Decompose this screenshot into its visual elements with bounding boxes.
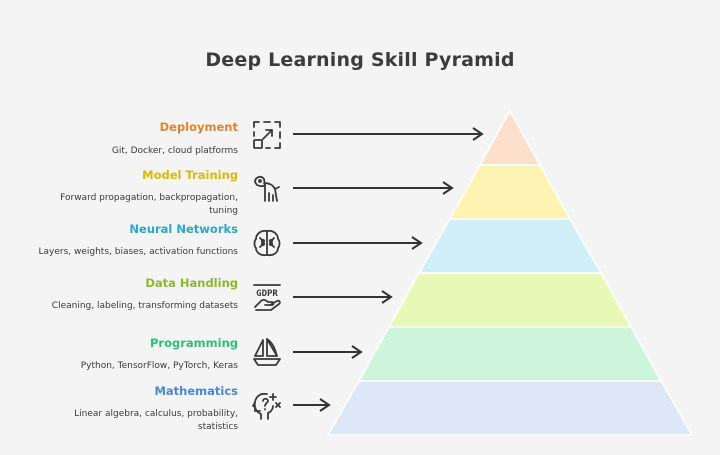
level-desc-data-handling: Cleaning, labeling, transforming dataset… — [51, 301, 238, 311]
brain-icon — [251, 227, 283, 259]
level-label-mathematics: Mathematics — [154, 384, 238, 398]
arrow-deployment — [293, 127, 485, 141]
head-math-icon — [251, 389, 283, 421]
arrow-data-handling — [293, 290, 394, 304]
pyramid-tier-data-handling — [387, 272, 633, 328]
pyramid-tier-programming — [357, 326, 663, 382]
expand-icon — [251, 119, 283, 151]
level-desc-neural-networks: Layers, weights, biases, activation func… — [38, 247, 238, 257]
boat-icon — [251, 336, 283, 368]
arrow-mathematics — [293, 398, 333, 412]
arrow-model-training — [293, 181, 455, 195]
level-label-data-handling: Data Handling — [145, 276, 238, 290]
gdpr-icon-text: GDPR — [256, 289, 278, 299]
arrow-neural-networks — [293, 236, 424, 250]
level-label-model-training: Model Training — [142, 168, 238, 182]
level-label-neural-networks: Neural Networks — [129, 222, 238, 236]
page-title: Deep Learning Skill Pyramid — [205, 49, 515, 71]
level-desc-model-training: Forward propagation, backpropagation, tu… — [60, 193, 238, 216]
arrow-programming — [293, 345, 364, 359]
gdpr-icon: GDPR — [251, 281, 283, 313]
level-label-deployment: Deployment — [159, 120, 238, 134]
dog-icon — [251, 173, 283, 205]
level-desc-programming: Python, TensorFlow, PyTorch, Keras — [80, 361, 238, 371]
level-desc-deployment: Git, Docker, cloud platforms — [111, 146, 238, 156]
pyramid-tier-deployment — [478, 109, 542, 166]
level-label-programming: Programming — [150, 336, 238, 350]
pyramid-tier-mathematics — [326, 380, 694, 436]
level-desc-mathematics: Linear algebra, calculus, probability, s… — [74, 409, 238, 432]
pyramid-tier-neural-networks — [417, 218, 603, 274]
pyramid-tier-model-training — [448, 164, 572, 220]
